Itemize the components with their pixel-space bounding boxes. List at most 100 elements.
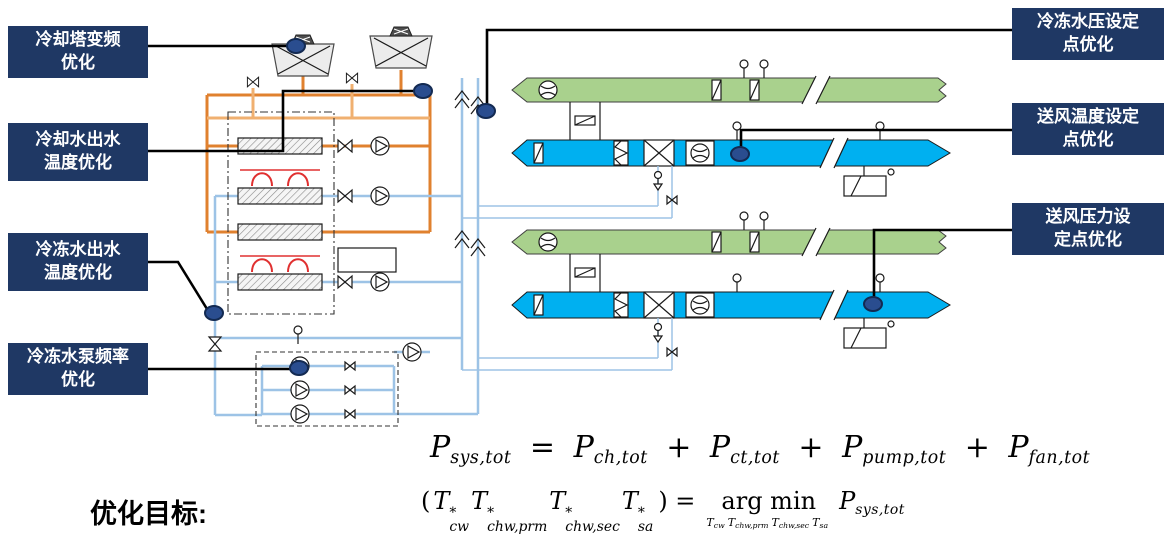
label-line: 温度优化 [44,263,112,282]
math-var: P [430,430,451,465]
check-valve-icon [344,361,356,371]
callout-node-chilled-water-temp [204,305,224,321]
math-var: T [727,516,736,529]
air-handling-unit-2 [512,212,950,370]
label-line: 定点优化 [1054,230,1122,249]
outdoor-air-damper-icon [533,142,544,164]
label-line: 冷却塔变频 [35,30,121,50]
valve-icon [246,76,260,88]
math-sub: chw,prm [487,519,548,536]
math-sub: chw,sec [778,521,810,531]
math-paren: ( [421,487,431,515]
label-line: 点优化 [1062,35,1114,54]
math-sub: sa [637,519,654,536]
label-line: 送风温度设定 [1037,107,1139,127]
callout-node-chw-pump-frequency [289,360,309,376]
terminal-box [843,166,895,197]
cooling-coil [643,139,675,167]
optimization-goal-label: 优化目标: [90,499,207,529]
coil-pipes [653,166,678,218]
math-sub: cw [713,521,725,531]
callout-connectors [148,28,1012,376]
math-var: T [471,487,488,515]
condenser-pump-icon [370,136,390,156]
callout-node-supply-air-temp [730,146,750,162]
primary-pump-icon [370,272,390,292]
cooling-tower-2 [369,26,433,69]
label-line: 优化 [61,53,95,72]
label-line: 温度优化 [44,153,112,172]
sensor-icon [293,325,303,345]
callout-line-supply-air-pressure [872,228,1012,297]
bypass-valve-icon [208,336,222,352]
check-valve-icon [337,275,353,289]
math-op: = [529,430,556,465]
math-var: T [549,487,566,515]
callout-node-supply-air-pressure [863,296,883,312]
math-var: T [771,516,779,529]
math-op: + [798,430,824,465]
math-op: + [964,430,990,465]
label-line: 冷冻水压设定 [1037,12,1139,32]
callout-label-condenser-water-temp: 冷却水出水 温度优化 [8,123,148,181]
callout-label-chw-pump-frequency: 冷冻水泵频率 优化 [8,343,148,395]
secondary-pump-icon [290,380,310,400]
label-line: 冷冻水出水 [35,240,121,260]
math-var: T [706,516,714,529]
math-sup: * [487,504,495,521]
math-op: + [666,430,692,465]
check-valve-icon [337,139,353,153]
filter-icon [613,140,629,166]
label-line: 冷却水出水 [35,130,121,150]
math-var: T [621,487,638,515]
recirculation-branch [569,102,601,140]
math-sub: ch,tot [593,448,648,469]
math-var: P [573,430,594,465]
chiller-plant-boundary [227,111,335,315]
math-var: T [433,487,450,515]
math-sub: sys,tot [855,501,905,518]
return-air-duct [511,75,947,105]
callout-label-cooling-tower-vfd: 冷却塔变频 优化 [8,26,148,78]
math-sub: fan,tot [1028,448,1091,469]
callout-node-chw-pressure [476,103,496,119]
math-sub: pump,tot [862,448,947,469]
callout-label-chilled-water-temp: 冷冻水出水 温度优化 [8,233,148,291]
math-sub: chw,prm [735,521,769,531]
label-line: 冷冻水泵频率 [27,347,129,367]
chiller-2 [237,223,323,291]
chiller-1 [237,137,323,205]
check-valve-icon [344,409,356,419]
callout-node-cooling-tower-vfd [286,38,306,54]
check-valve-icon [344,385,356,395]
distribution-pump-icon [402,342,422,362]
callout-node-condenser-water-temp [413,83,433,99]
callout-label-chw-pressure-setpoint: 冷冻水压设定 点优化 [1012,8,1164,60]
callout-label-supply-air-pressure-setpoint: 送风压力设 定点优化 [1012,203,1164,255]
secondary-pump-icon [290,404,310,424]
condenser-water-piping [205,70,432,234]
return-fan-icon [538,80,558,100]
math-paren: ) = [658,487,696,515]
check-valve-icon [337,189,353,203]
math-sub: cw [449,519,470,536]
math-sub: sa [819,521,829,531]
callout-line-chw-pressure [485,28,1012,104]
math-sub: ct,tot [730,448,780,469]
secondary-pump-group [255,351,399,427]
supply-fan-icon [685,140,715,166]
math-sup: * [565,504,573,521]
math-var: P [839,487,856,515]
callout-line-condenser-water-temp [148,89,415,153]
math-sup: * [449,504,457,521]
air-handling-unit-1 [511,59,951,218]
math-var: P [842,430,863,465]
math-sub: sys,tot [450,448,512,469]
math-sub: chw,sec [565,519,620,536]
valve-icon [345,72,359,84]
sensor-icon [739,59,749,79]
